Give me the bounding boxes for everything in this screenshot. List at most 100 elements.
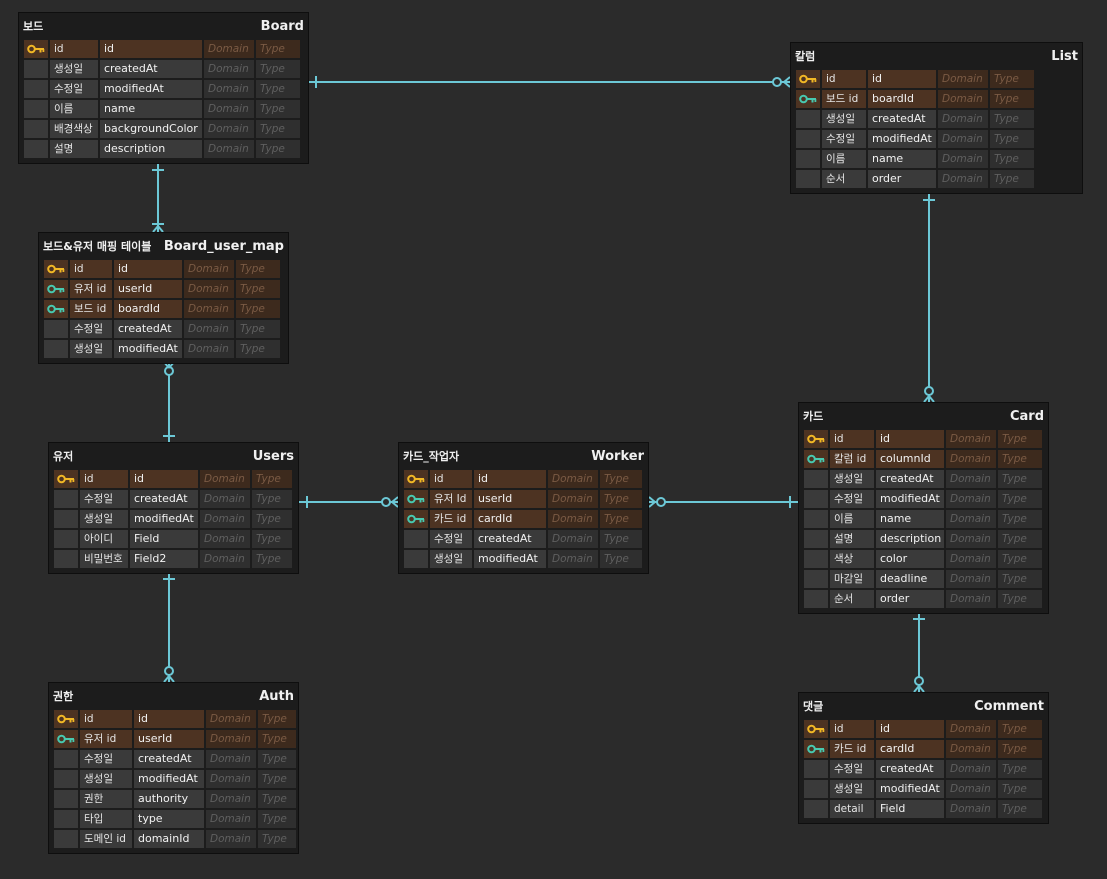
attribute-type[interactable]: Type bbox=[235, 299, 281, 319]
attribute-type[interactable]: Type bbox=[997, 449, 1043, 469]
attribute-physical-name[interactable]: name bbox=[99, 99, 203, 119]
attribute-physical-name[interactable]: userId bbox=[473, 489, 547, 509]
attribute-physical-name[interactable]: createdAt bbox=[875, 469, 945, 489]
attribute-domain[interactable]: Domain bbox=[945, 759, 997, 779]
attribute-type[interactable]: Type bbox=[989, 149, 1035, 169]
attribute-type[interactable]: Type bbox=[989, 129, 1035, 149]
attribute-type[interactable]: Type bbox=[257, 829, 297, 849]
attribute-domain[interactable]: Domain bbox=[547, 529, 599, 549]
attribute-domain[interactable]: Domain bbox=[937, 109, 989, 129]
attribute-domain[interactable]: Domain bbox=[203, 119, 255, 139]
attribute-type[interactable]: Type bbox=[997, 799, 1043, 819]
attribute-logical-name[interactable]: id bbox=[79, 469, 129, 489]
attribute-logical-name[interactable]: 비밀번호 bbox=[79, 549, 129, 569]
attribute-physical-name[interactable]: type bbox=[133, 809, 205, 829]
attribute-logical-name[interactable]: id bbox=[829, 719, 875, 739]
attribute-physical-name[interactable]: order bbox=[875, 589, 945, 609]
attribute-logical-name[interactable]: 마감일 bbox=[829, 569, 875, 589]
attribute-type[interactable]: Type bbox=[599, 489, 643, 509]
attribute-physical-name[interactable]: userId bbox=[113, 279, 183, 299]
attribute-physical-name[interactable]: Field bbox=[129, 529, 199, 549]
attribute-domain[interactable]: Domain bbox=[937, 69, 989, 89]
attribute-physical-name[interactable]: cardId bbox=[473, 509, 547, 529]
attribute-type[interactable]: Type bbox=[255, 119, 301, 139]
attribute-logical-name[interactable]: id bbox=[829, 429, 875, 449]
attribute-type[interactable]: Type bbox=[997, 719, 1043, 739]
attribute-logical-name[interactable]: 이름 bbox=[829, 509, 875, 529]
attribute-domain[interactable]: Domain bbox=[183, 319, 235, 339]
attribute-type[interactable]: Type bbox=[255, 79, 301, 99]
attribute-logical-name[interactable]: id bbox=[429, 469, 473, 489]
attribute-physical-name[interactable]: modifiedAt bbox=[113, 339, 183, 359]
attribute-type[interactable]: Type bbox=[257, 809, 297, 829]
attribute-logical-name[interactable]: 아이디 bbox=[79, 529, 129, 549]
attribute-type[interactable]: Type bbox=[997, 779, 1043, 799]
attribute-type[interactable]: Type bbox=[251, 529, 293, 549]
attribute-domain[interactable]: Domain bbox=[945, 719, 997, 739]
attribute-type[interactable]: Type bbox=[997, 529, 1043, 549]
attribute-type[interactable]: Type bbox=[251, 509, 293, 529]
attribute-domain[interactable]: Domain bbox=[945, 569, 997, 589]
attribute-type[interactable]: Type bbox=[235, 339, 281, 359]
attribute-logical-name[interactable]: 색상 bbox=[829, 549, 875, 569]
attribute-domain[interactable]: Domain bbox=[205, 769, 257, 789]
attribute-domain[interactable]: Domain bbox=[183, 299, 235, 319]
attribute-logical-name[interactable]: 수정일 bbox=[821, 129, 867, 149]
attribute-type[interactable]: Type bbox=[251, 549, 293, 569]
attribute-logical-name[interactable]: 칼럼 id bbox=[829, 449, 875, 469]
attribute-physical-name[interactable]: createdAt bbox=[99, 59, 203, 79]
attribute-type[interactable]: Type bbox=[235, 319, 281, 339]
attribute-domain[interactable]: Domain bbox=[199, 489, 251, 509]
attribute-logical-name[interactable]: 보드 id bbox=[821, 89, 867, 109]
attribute-logical-name[interactable]: 설명 bbox=[49, 139, 99, 159]
attribute-type[interactable]: Type bbox=[255, 99, 301, 119]
attribute-type[interactable]: Type bbox=[599, 549, 643, 569]
attribute-type[interactable]: Type bbox=[257, 769, 297, 789]
attribute-logical-name[interactable]: 생성일 bbox=[49, 59, 99, 79]
attribute-physical-name[interactable]: createdAt bbox=[133, 749, 205, 769]
attribute-logical-name[interactable]: 도메인 id bbox=[79, 829, 133, 849]
attribute-physical-name[interactable]: color bbox=[875, 549, 945, 569]
attribute-type[interactable]: Type bbox=[989, 109, 1035, 129]
attribute-physical-name[interactable]: id bbox=[129, 469, 199, 489]
attribute-logical-name[interactable]: 수정일 bbox=[79, 749, 133, 769]
attribute-logical-name[interactable]: 생성일 bbox=[829, 469, 875, 489]
attribute-logical-name[interactable]: 유저 Id bbox=[429, 489, 473, 509]
attribute-physical-name[interactable]: id bbox=[113, 259, 183, 279]
attribute-logical-name[interactable]: 수정일 bbox=[69, 319, 113, 339]
attribute-physical-name[interactable]: description bbox=[875, 529, 945, 549]
attribute-physical-name[interactable]: Field2 bbox=[129, 549, 199, 569]
attribute-logical-name[interactable]: id bbox=[49, 39, 99, 59]
attribute-logical-name[interactable]: 순서 bbox=[829, 589, 875, 609]
attribute-physical-name[interactable]: order bbox=[867, 169, 937, 189]
attribute-type[interactable]: Type bbox=[997, 739, 1043, 759]
attribute-domain[interactable]: Domain bbox=[203, 99, 255, 119]
attribute-logical-name[interactable]: 배경색상 bbox=[49, 119, 99, 139]
attribute-physical-name[interactable]: id bbox=[133, 709, 205, 729]
attribute-logical-name[interactable]: 수정일 bbox=[829, 759, 875, 779]
